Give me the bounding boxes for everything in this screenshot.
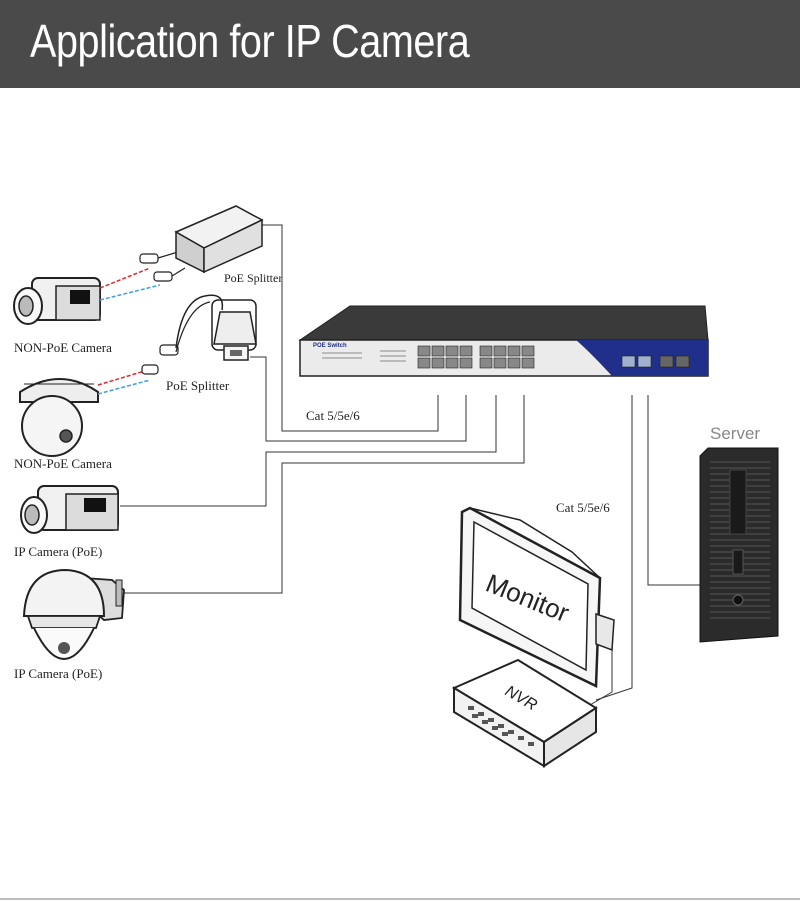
cable-splitter1	[262, 224, 439, 432]
title-banner: Application for IP Camera	[0, 0, 800, 88]
bottom-divider	[0, 898, 800, 900]
switch-led-grid	[322, 350, 406, 362]
switch-brand-label: POE Switch	[313, 343, 347, 349]
label-splitter-1: PoE Splitter	[224, 271, 282, 285]
label-non-poe-camera-1: NON-PoE Camera	[14, 340, 112, 355]
cable-nvr	[595, 395, 633, 701]
power-wire-1	[99, 267, 151, 289]
switch-ports-group-2	[479, 345, 535, 369]
poe-splitter-2-icon	[211, 299, 257, 361]
connector-2-icon	[141, 294, 224, 375]
ip-camera-poe-2-icon	[22, 568, 125, 660]
data-wire-2	[97, 379, 151, 395]
cable-server	[647, 395, 700, 586]
data-wire-1	[99, 284, 161, 301]
page-title: Application for IP Camera	[30, 15, 470, 67]
label-non-poe-camera-2: NON-PoE Camera	[14, 456, 112, 471]
non-poe-camera-2-icon	[19, 378, 99, 457]
cable-cam3	[120, 395, 497, 507]
switch-ports-group-1	[417, 345, 473, 369]
cable-lines	[120, 224, 700, 706]
switch-uplink-ports	[621, 355, 690, 368]
ip-camera-poe-1-icon	[20, 485, 119, 534]
poe-switch-icon: POE Switch	[298, 305, 709, 377]
power-wire-2	[97, 369, 149, 386]
label-server: Server	[710, 424, 760, 443]
cable-cam4	[120, 395, 525, 594]
connector-1-icon	[139, 251, 186, 282]
non-poe-camera-1-icon	[13, 277, 101, 325]
poe-splitter-1-icon	[174, 205, 264, 274]
label-cable-right: Cat 5/5e/6	[556, 500, 610, 515]
nvr-icon: NVR	[451, 658, 598, 768]
label-splitter-2: PoE Splitter	[166, 378, 230, 393]
label-ip-camera-poe-1: IP Camera (PoE)	[14, 544, 102, 559]
cable-splitter2	[250, 356, 467, 442]
monitor-icon: Monitor	[458, 506, 615, 688]
server-icon	[699, 447, 779, 643]
label-ip-camera-poe-2: IP Camera (PoE)	[14, 666, 102, 681]
label-cable-left: Cat 5/5e/6	[306, 408, 360, 423]
